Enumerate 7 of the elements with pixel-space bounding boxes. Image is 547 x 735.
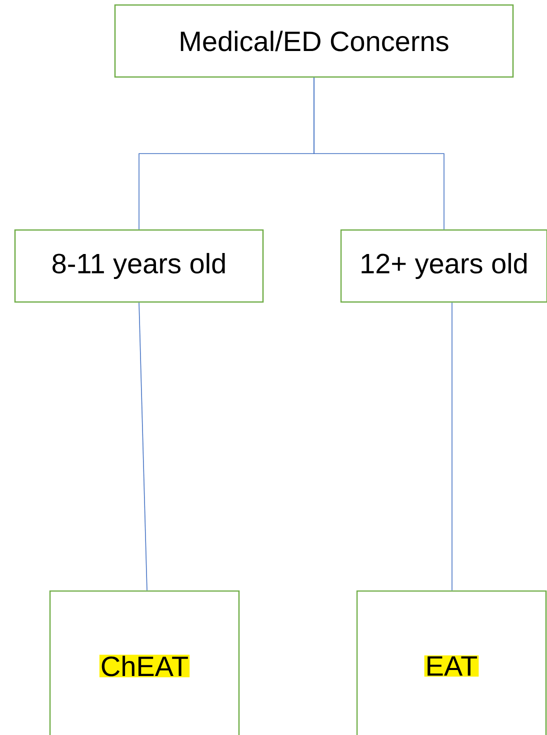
connector-line bbox=[138, 302, 148, 591]
connector-line bbox=[314, 77, 444, 230]
text-box: 8-11 years old bbox=[14, 229, 264, 303]
text-box: Medical/ED Concerns bbox=[114, 4, 514, 78]
text-box: ChEAT bbox=[49, 590, 240, 735]
text-box: EAT bbox=[356, 590, 547, 735]
text-box: 12+ years old bbox=[340, 229, 547, 303]
